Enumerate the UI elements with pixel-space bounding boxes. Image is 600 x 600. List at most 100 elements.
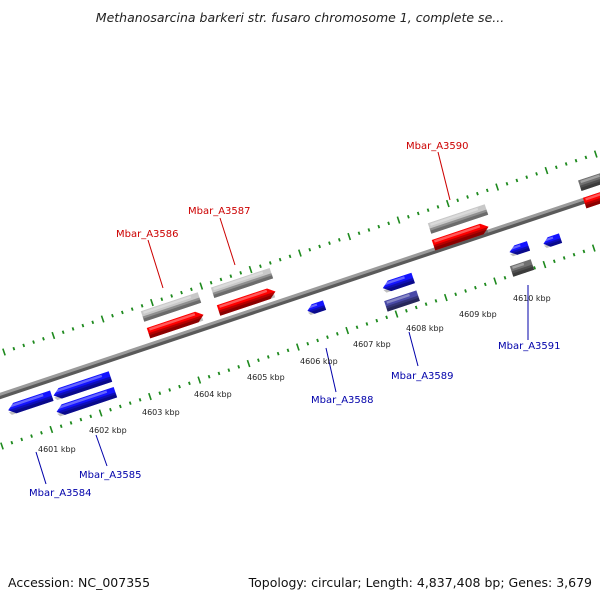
gene-mbar-a3591-b[interactable] — [542, 233, 563, 249]
gene-label-mbar-a3588[interactable]: Mbar_A3588 — [311, 395, 374, 406]
outer-tick — [248, 265, 253, 274]
gene-mbar-a3585-outer[interactable] — [52, 371, 113, 401]
outer-tick — [426, 208, 430, 212]
outer-tick — [337, 238, 341, 242]
inner-tick — [10, 440, 14, 445]
inner-tick — [355, 325, 359, 330]
outer-tick — [436, 205, 440, 209]
gene-mbar-a3589-a[interactable] — [381, 272, 415, 294]
inner-tick — [533, 266, 536, 270]
outer-tick — [318, 244, 321, 249]
gene-mbar-a3592-ghost[interactable] — [578, 171, 600, 191]
map-title: Methanosarcina barkeri str. fusaro chrom… — [95, 10, 505, 25]
gene-mbar-a3585[interactable] — [55, 386, 118, 417]
outer-tick — [347, 232, 352, 241]
outer-tick — [445, 199, 450, 208]
inner-tick — [276, 351, 280, 356]
inner-tick — [197, 376, 202, 384]
outer-tick — [71, 327, 75, 331]
genome-summary-text: Topology: circular; Length: 4,837,408 bp… — [248, 575, 592, 590]
inner-tick — [257, 358, 260, 363]
inner-tick — [591, 244, 596, 252]
outer-tick — [2, 348, 6, 356]
outer-tick — [91, 320, 95, 325]
outer-tick — [377, 224, 381, 229]
inner-tick — [266, 355, 270, 359]
outer-tick — [22, 343, 26, 348]
inner-tick — [128, 401, 132, 405]
inner-tick — [20, 437, 24, 442]
inner-tick — [188, 381, 191, 386]
outer-tick — [456, 198, 460, 203]
gene-label-mbar-a3590[interactable]: Mbar_A3590 — [406, 141, 469, 152]
kbp-label-4607: 4607 kbp — [353, 340, 391, 349]
inner-tick — [178, 384, 181, 389]
gene-mbar-a3587-ghost[interactable] — [210, 267, 274, 299]
inner-tick — [542, 260, 547, 269]
outer-tick — [396, 216, 401, 224]
outer-tick — [150, 298, 154, 307]
backbone-shadow — [0, 192, 600, 400]
outer-tick — [328, 241, 331, 245]
kbp-label-4608: 4608 kbp — [406, 324, 444, 333]
leader-line — [95, 434, 108, 467]
outer-tick — [199, 282, 204, 290]
inner-tick — [40, 431, 43, 435]
outer-tick — [229, 274, 233, 278]
inner-tick — [345, 326, 350, 335]
inner-tick — [434, 299, 438, 303]
outer-tick — [259, 264, 262, 269]
outer-tick — [100, 315, 105, 323]
outer-tick — [308, 247, 312, 252]
gene-mbar-a3587[interactable] — [216, 286, 277, 316]
inner-tick — [375, 318, 379, 323]
outer-tick — [140, 304, 144, 308]
outer-tick — [32, 340, 35, 344]
outer-tick — [61, 330, 65, 335]
inner-tick — [562, 256, 566, 260]
inner-tick — [207, 374, 211, 379]
outer-tick — [554, 165, 558, 170]
outer-tick — [51, 331, 56, 340]
gene-mbar-a3586-ghost[interactable] — [140, 292, 202, 322]
gene-mbar-a3590-ghost[interactable] — [427, 204, 489, 234]
outer-tick — [209, 280, 213, 285]
gene-mbar-a3590[interactable] — [431, 222, 490, 251]
gene-mbar-a3586[interactable] — [146, 310, 205, 339]
kbp-label-4606: 4606 kbp — [300, 357, 338, 366]
gene-mbar-a3591[interactable] — [509, 259, 535, 277]
gene-mbar-a3589[interactable] — [384, 290, 420, 312]
gene-mbar-a3592[interactable] — [582, 190, 600, 209]
outer-tick — [593, 150, 598, 158]
inner-tick — [69, 421, 73, 425]
inner-tick — [286, 348, 290, 353]
inner-tick — [503, 275, 507, 280]
gene-label-mbar-a3585[interactable]: Mbar_A3585 — [79, 470, 142, 481]
inner-tick — [0, 442, 4, 450]
gene-mbar-a3588[interactable] — [306, 300, 327, 316]
inner-tick — [572, 252, 576, 257]
outer-tick — [574, 158, 578, 163]
gene-features[interactable] — [6, 171, 600, 417]
inner-tick — [168, 388, 172, 392]
gene-mbar-a3584[interactable] — [6, 390, 54, 415]
outer-tick — [180, 290, 183, 295]
gene-label-mbar-a3586[interactable]: Mbar_A3586 — [116, 229, 179, 240]
outer-tick — [584, 155, 588, 160]
outer-tick — [130, 307, 134, 311]
accession-text: Accession: NC_007355 — [8, 575, 151, 590]
leader-line — [147, 239, 164, 289]
gene-mbar-a3591-a[interactable] — [508, 241, 531, 257]
gene-label-mbar-a3584[interactable]: Mbar_A3584 — [29, 488, 92, 499]
outer-tick — [120, 310, 124, 315]
inner-tick — [148, 392, 152, 401]
outer-tick — [111, 313, 114, 318]
gene-label-mbar-a3591[interactable]: Mbar_A3591 — [498, 341, 561, 352]
inner-tick — [454, 292, 458, 297]
inner-tick — [552, 259, 556, 264]
outer-tick — [288, 254, 292, 259]
gene-label-mbar-a3587[interactable]: Mbar_A3587 — [188, 206, 251, 217]
inner-tick — [306, 341, 310, 346]
gene-label-mbar-a3589[interactable]: Mbar_A3589 — [391, 371, 454, 382]
